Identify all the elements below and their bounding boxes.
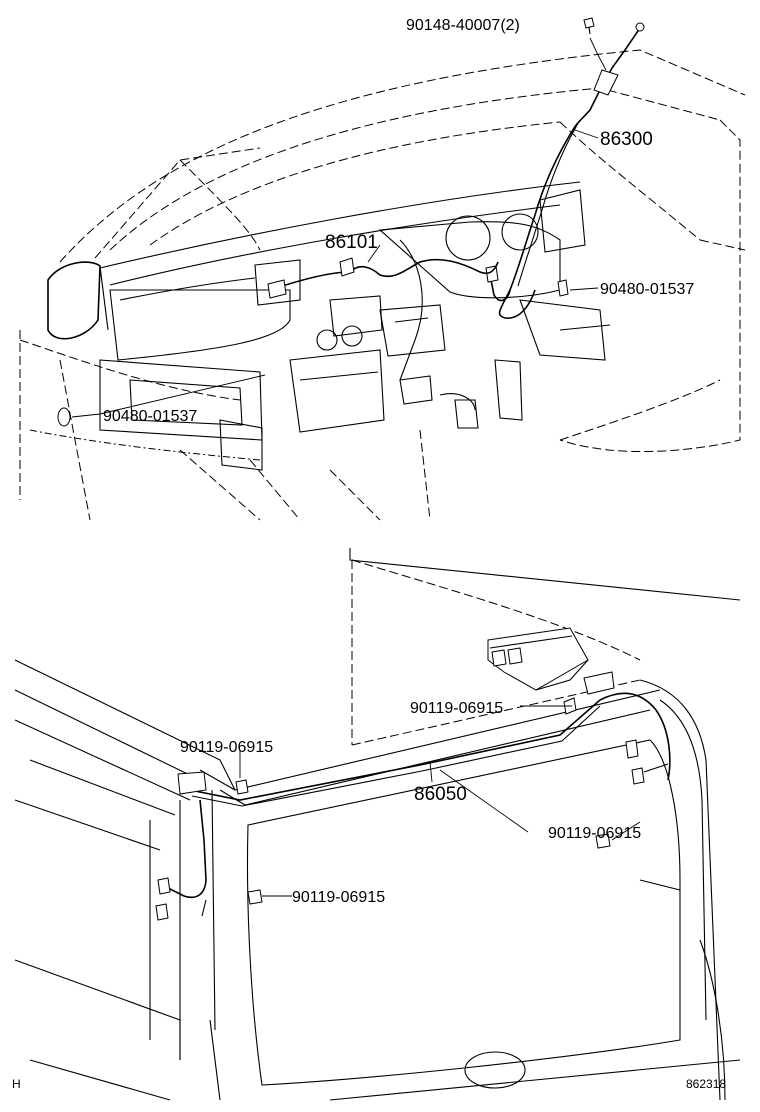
grommet-right: [557, 279, 569, 297]
antenna-cable-86050: [155, 671, 671, 921]
lower-view-back-door: [14, 548, 741, 1101]
upper-view-cab: [19, 49, 746, 521]
grommet-left: [57, 407, 71, 427]
label-grommet-left: 90480-01537: [103, 408, 197, 425]
antenna-cable-86101: [267, 257, 499, 299]
figure-code: 862318: [686, 1077, 726, 1091]
label-bolt-upper-left: 90119-06915: [180, 739, 273, 756]
bolts-90119: [235, 697, 611, 905]
label-86050: 86050: [414, 784, 467, 805]
label-86101: 86101: [325, 232, 378, 253]
antenna-cable-86300: [485, 22, 645, 319]
label-grommet-right: 90480-01537: [600, 281, 694, 298]
label-86300: 86300: [600, 129, 653, 150]
upper-leaders: [71, 37, 607, 418]
label-bolt-90148: 90148-40007(2): [406, 17, 520, 34]
bolt-90148: [583, 17, 595, 35]
label-bolt-upper-right: 90119-06915: [410, 700, 503, 717]
label-bolt-lower-right: 90119-06915: [548, 825, 641, 842]
label-bolt-lower-left: 90119-06915: [292, 889, 385, 906]
left-mirror: [47, 261, 101, 340]
lower-leaders: [239, 705, 641, 897]
corner-code: H: [12, 1077, 21, 1091]
